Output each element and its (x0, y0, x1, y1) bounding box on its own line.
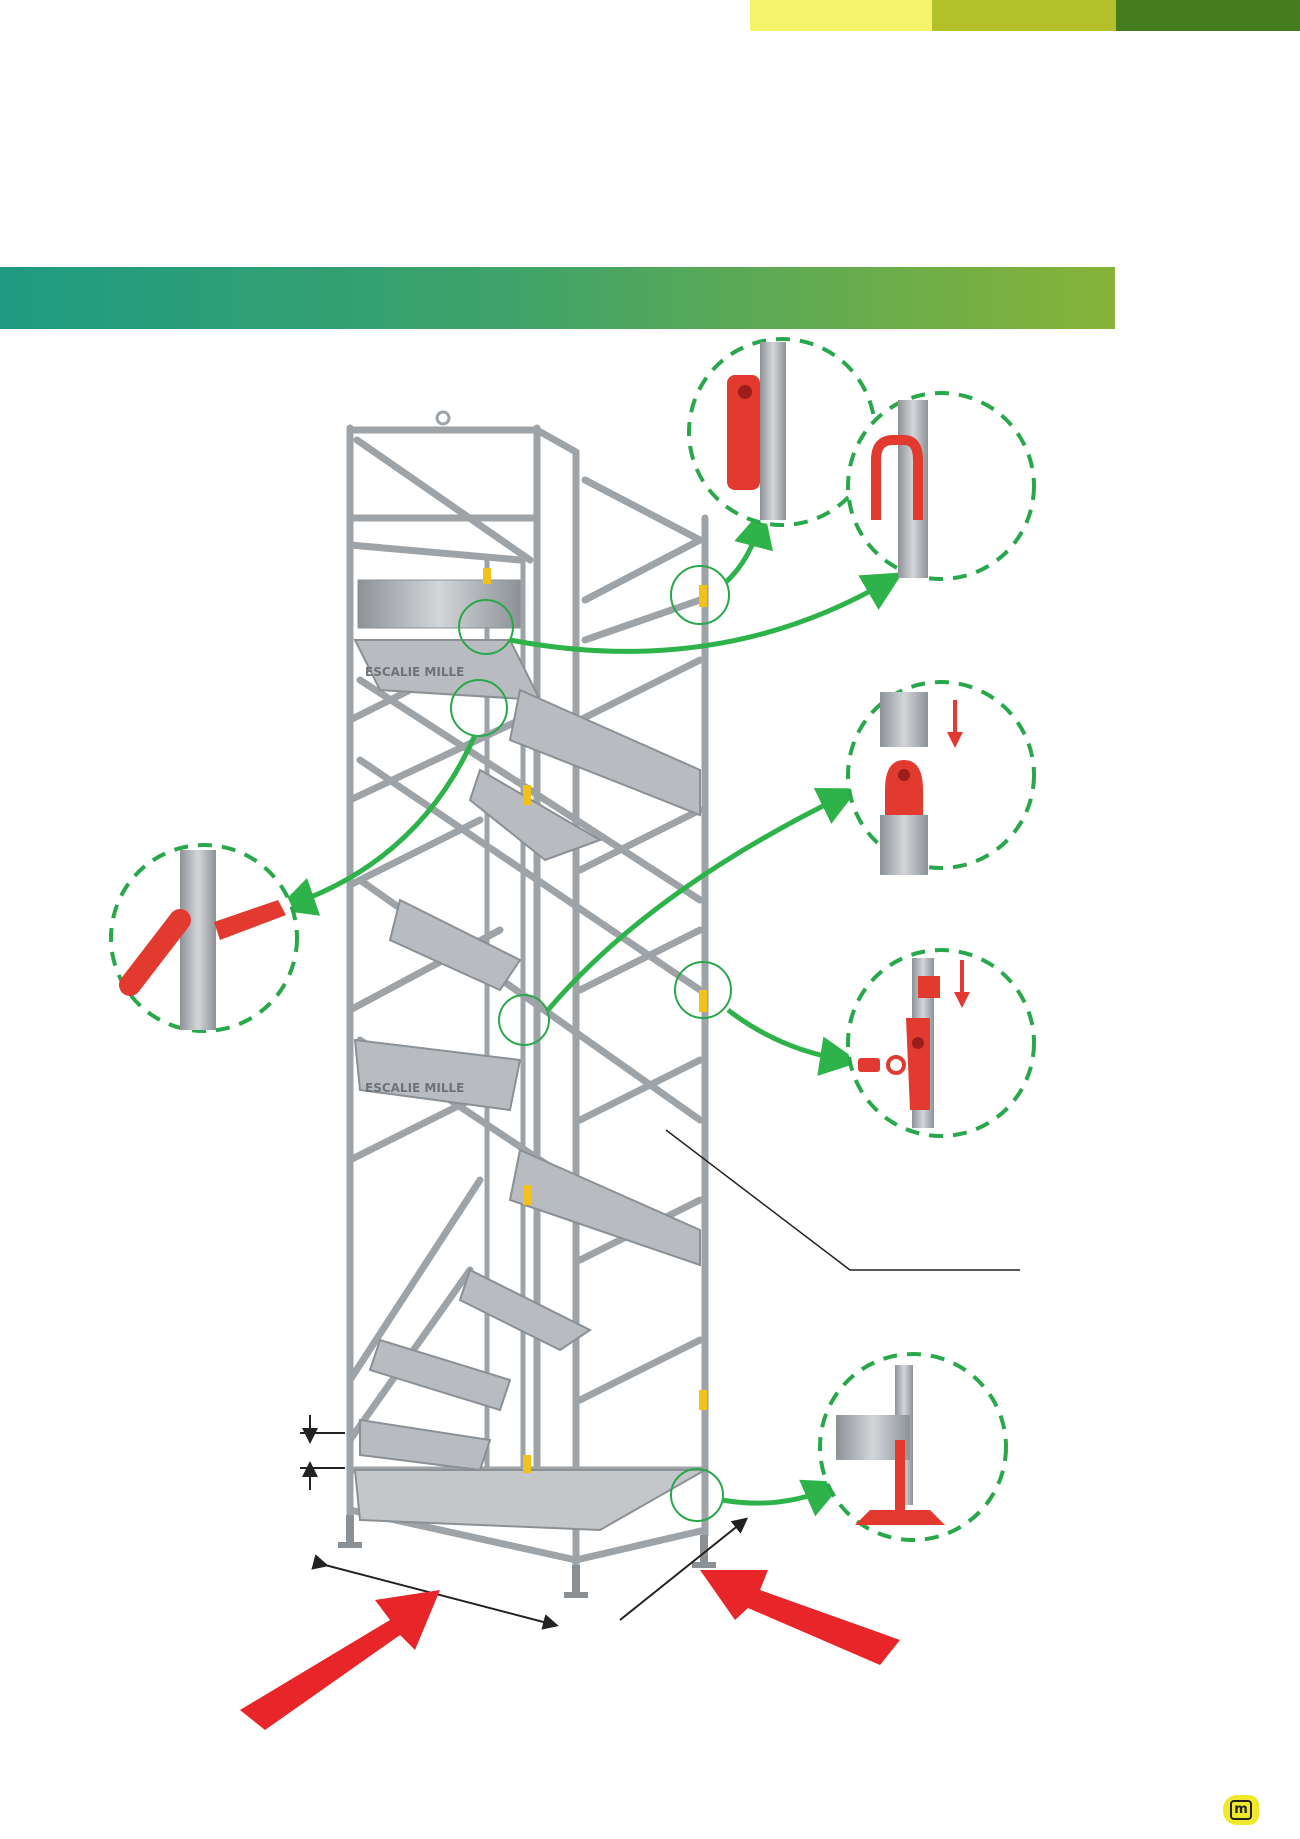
callout-spigot-connector (846, 680, 1036, 870)
section-banner (0, 267, 1115, 329)
lifting-lug-detail (727, 342, 786, 520)
stair-label-2: ESCALIE MILLE (365, 1081, 464, 1095)
top-color-bar-yellow (750, 0, 932, 31)
hook-clip-detail (871, 400, 928, 578)
stair-treads (353, 639, 701, 1472)
logo-letter: m (1230, 1800, 1252, 1820)
top-color-bar-olive (932, 0, 1116, 31)
bolted-bracket-detail (858, 958, 970, 1128)
adjustable-foot-detail (836, 1365, 945, 1525)
spigot-connector-detail (880, 692, 963, 875)
callout-bolted-bracket (846, 948, 1036, 1138)
access-arrows (240, 1570, 900, 1730)
brand-logo-icon: m (1223, 1795, 1259, 1825)
tube-clamp-detail (119, 850, 286, 1030)
stair-label-1: ESCALIE MILLE (365, 665, 464, 679)
top-color-bar-green (1116, 0, 1300, 31)
